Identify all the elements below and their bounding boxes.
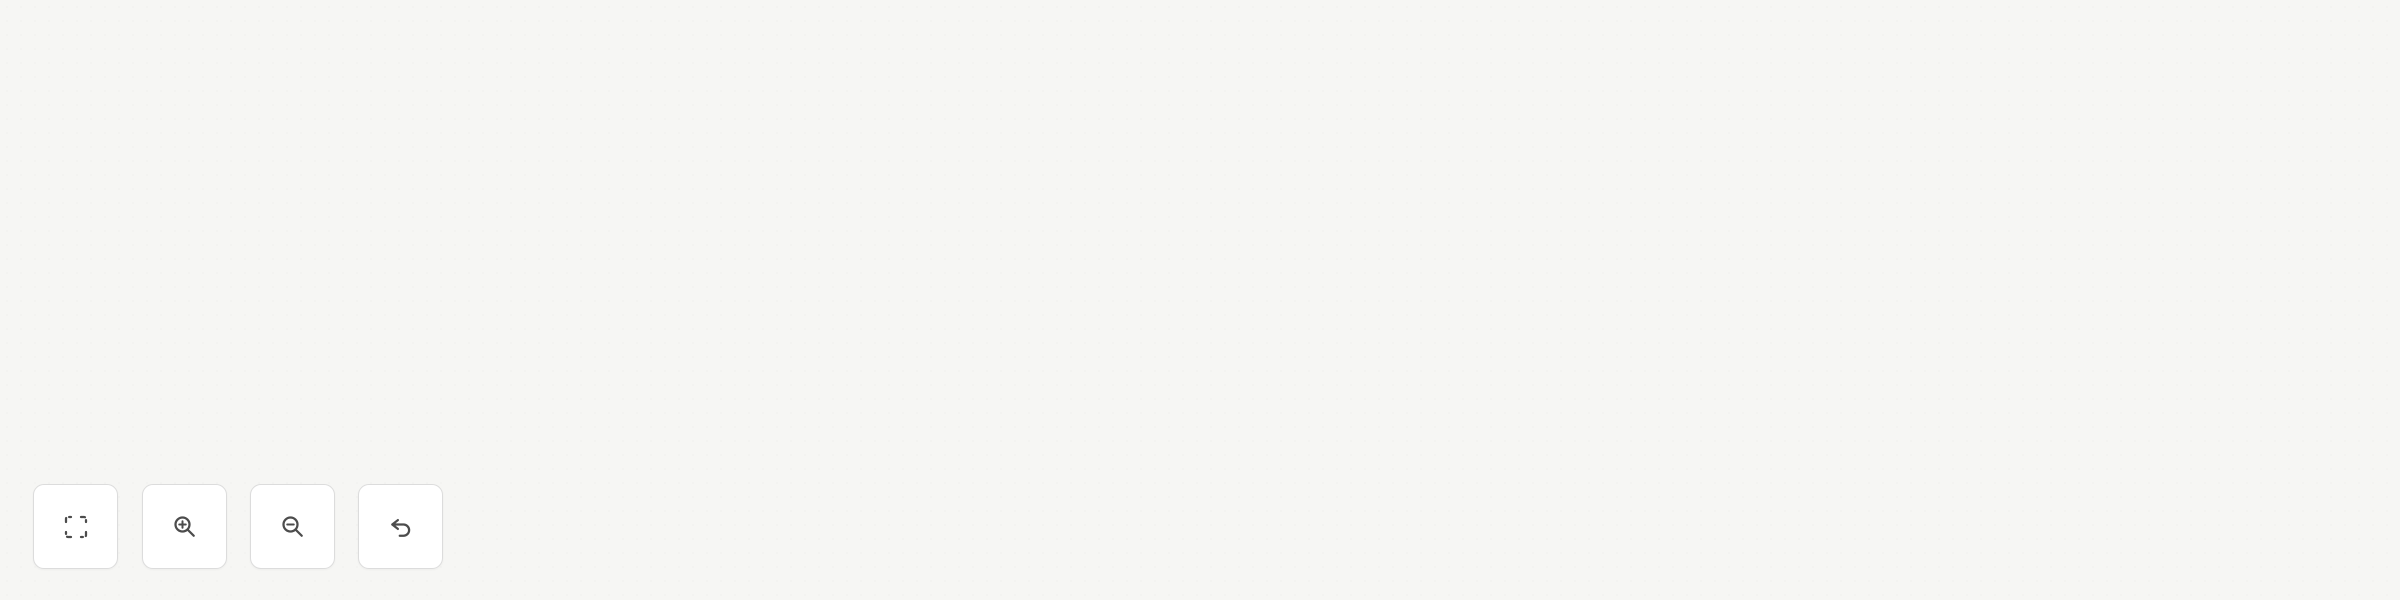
fit-view-icon [64,515,87,538]
zoom-in-icon [173,515,195,537]
zoom-out-icon [281,515,303,537]
undo-icon [390,518,410,537]
zoom-to-fit-button[interactable] [33,484,118,569]
zoom-in-button[interactable] [142,484,227,569]
zoom-out-button[interactable] [250,484,335,569]
reset-zoom-button[interactable] [358,484,443,569]
